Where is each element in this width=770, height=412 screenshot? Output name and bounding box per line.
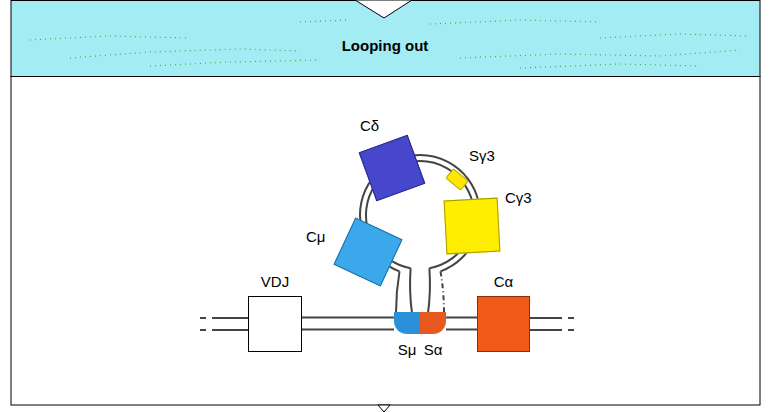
dna-strand <box>446 317 477 319</box>
texture-dots <box>70 49 300 58</box>
constant-segment: Cγ3 <box>445 199 499 253</box>
panel <box>11 77 760 406</box>
dna-strand <box>212 329 248 331</box>
pointer-notch <box>378 405 390 412</box>
segment-shape <box>477 296 530 352</box>
segment-shape <box>445 168 469 191</box>
loop-strand <box>410 268 412 313</box>
dna-connector <box>446 318 477 330</box>
dna-strand <box>446 329 477 331</box>
segment-label: Sα <box>424 341 443 358</box>
texture-dots <box>520 64 700 68</box>
segment-shape <box>394 312 420 334</box>
segment-shape <box>248 296 302 352</box>
vdj-segment: VDJ <box>248 296 302 352</box>
diagram-title: Looping out <box>338 37 433 55</box>
constant-segment: Cμ <box>342 226 394 278</box>
band-texture <box>30 20 750 68</box>
switch-region: Sμ <box>394 312 420 334</box>
segment-shape <box>444 198 501 255</box>
texture-dots <box>30 36 190 40</box>
dna-strand <box>530 329 562 331</box>
switch-region: Sα <box>420 312 446 334</box>
loop-strand <box>428 268 430 313</box>
pointer-triangle <box>355 0 412 18</box>
texture-dots <box>460 50 740 58</box>
texture-dots <box>600 34 750 38</box>
dna-strand <box>212 317 248 319</box>
segment-shape <box>420 312 446 334</box>
texture-dots <box>430 20 600 24</box>
switch-region: Sγ3 <box>447 173 467 186</box>
segment-shape <box>333 217 402 286</box>
strand-end-dash <box>200 329 206 331</box>
segment-label: Cμ <box>306 228 325 245</box>
dna-connector <box>302 318 394 330</box>
segment-label: VDJ <box>261 273 289 290</box>
dna-strand <box>530 317 562 319</box>
segment-shape <box>359 135 426 202</box>
constant-segment: Cα <box>477 296 530 352</box>
loop-strand <box>441 271 445 313</box>
dna-strand <box>302 329 394 331</box>
segment-label: Cγ3 <box>505 189 532 206</box>
texture-dots <box>300 20 350 22</box>
strand-end-dash <box>568 329 574 331</box>
segment-label: Cα <box>494 273 514 290</box>
dna-strand <box>302 317 394 319</box>
strand-end-dash <box>200 317 206 319</box>
title-band <box>11 1 760 77</box>
texture-dots <box>150 60 320 66</box>
constant-segment: Cδ <box>366 142 418 194</box>
segment-label: Sμ <box>398 341 417 358</box>
strand-end-dash <box>568 317 574 319</box>
segment-label: Sγ3 <box>469 147 495 164</box>
loop-strand <box>396 271 400 313</box>
segment-label: Cδ <box>360 117 379 134</box>
